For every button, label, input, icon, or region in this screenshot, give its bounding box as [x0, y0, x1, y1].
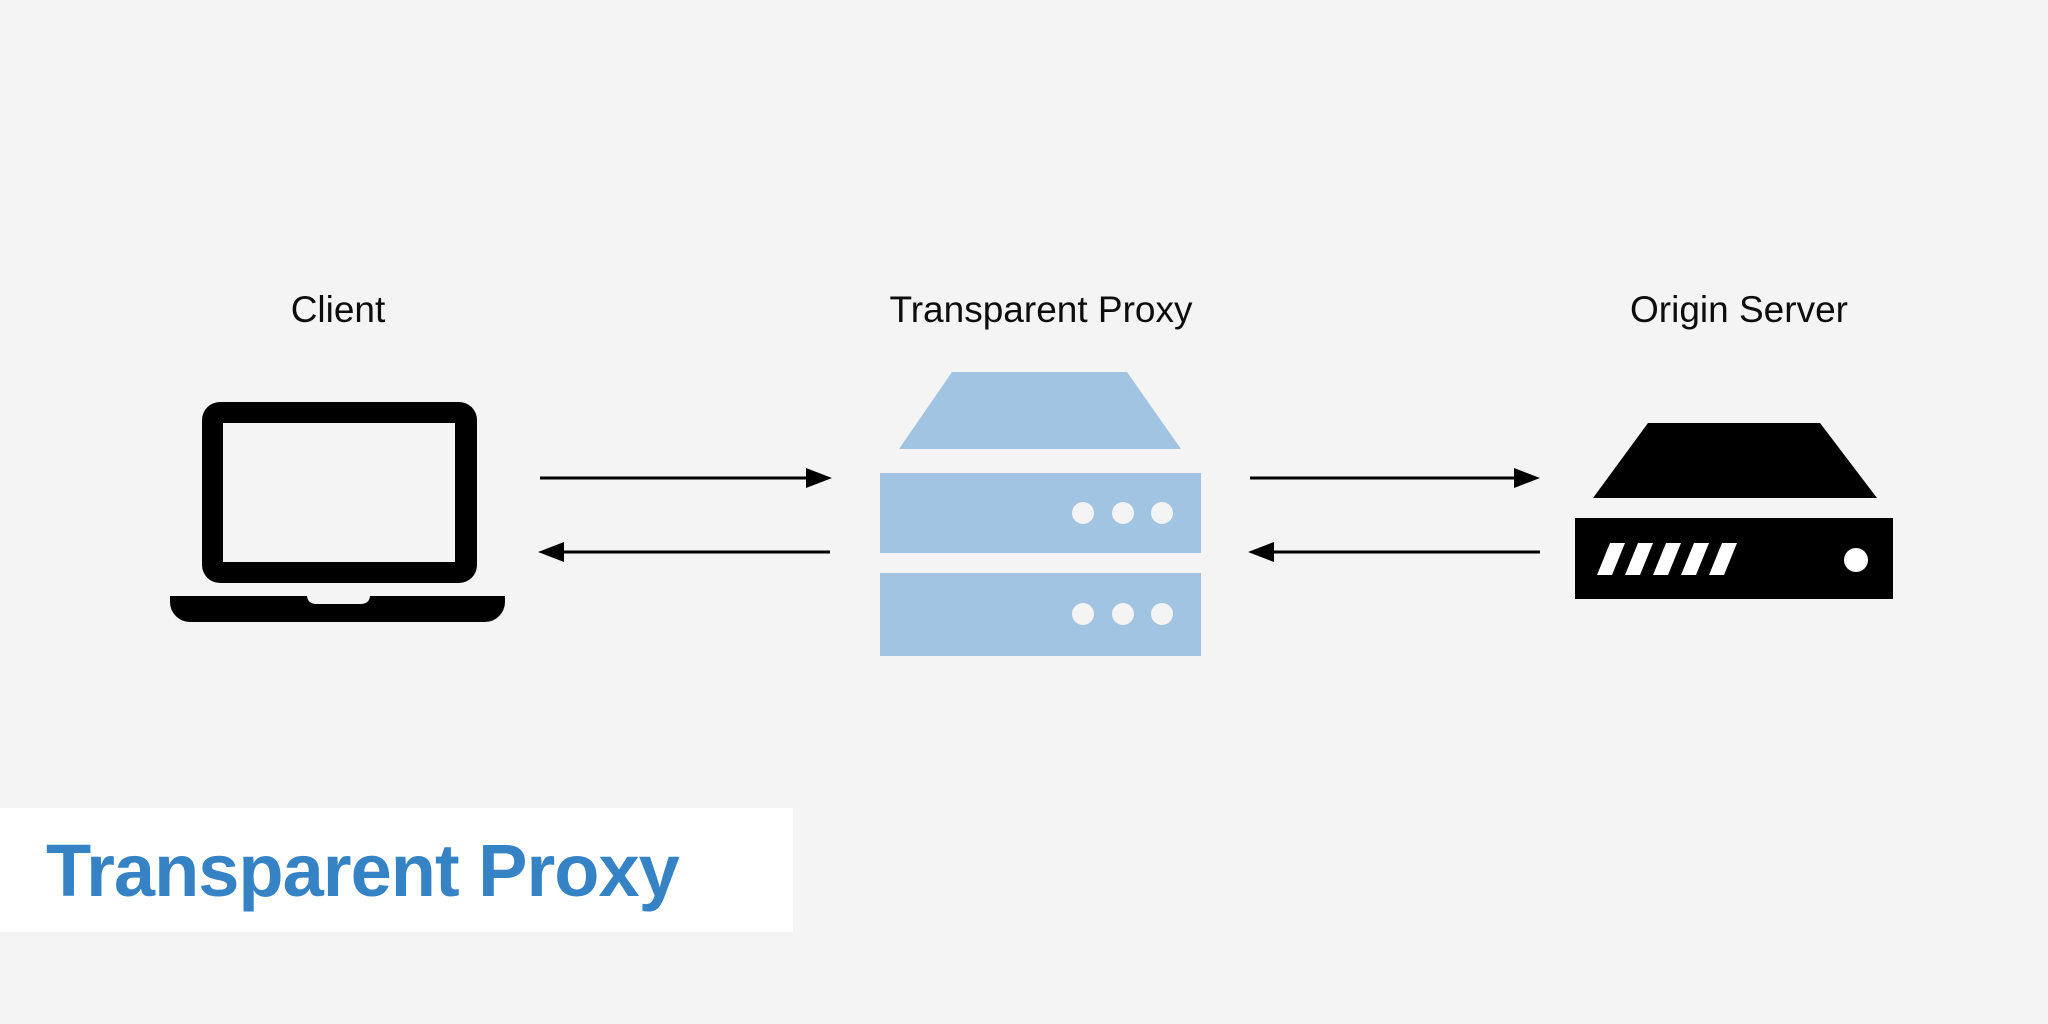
title-banner: Transparent Proxy [0, 808, 793, 932]
proxy-rack-2 [880, 573, 1201, 656]
arrow-origin-to-proxy [1248, 542, 1540, 562]
proxy-rack-1-leds [1072, 502, 1173, 524]
rack-server-icon [1575, 423, 1893, 599]
proxy-server-icon [880, 372, 1201, 656]
server-body [1575, 518, 1893, 599]
server-power-led [1844, 548, 1868, 572]
arrow-proxy-to-client [538, 542, 830, 562]
arrow-proxy-to-origin [1250, 468, 1540, 488]
proxy-top-trapezoid [899, 372, 1181, 449]
laptop-icon [170, 402, 505, 622]
arrow-client-to-proxy [540, 468, 832, 488]
server-top-trapezoid [1593, 423, 1877, 498]
laptop-base [170, 596, 505, 622]
proxy-rack-1 [880, 473, 1201, 553]
origin-server-label: Origin Server [1630, 289, 1848, 330]
laptop-notch [307, 595, 370, 604]
proxy-rack-2-leds [1072, 603, 1173, 625]
page-title: Transparent Proxy [46, 828, 680, 912]
server-vent-stripes [1597, 543, 1737, 575]
proxy-label: Transparent Proxy [889, 289, 1193, 330]
client-label: Client [290, 289, 386, 330]
laptop-screen [223, 423, 455, 562]
